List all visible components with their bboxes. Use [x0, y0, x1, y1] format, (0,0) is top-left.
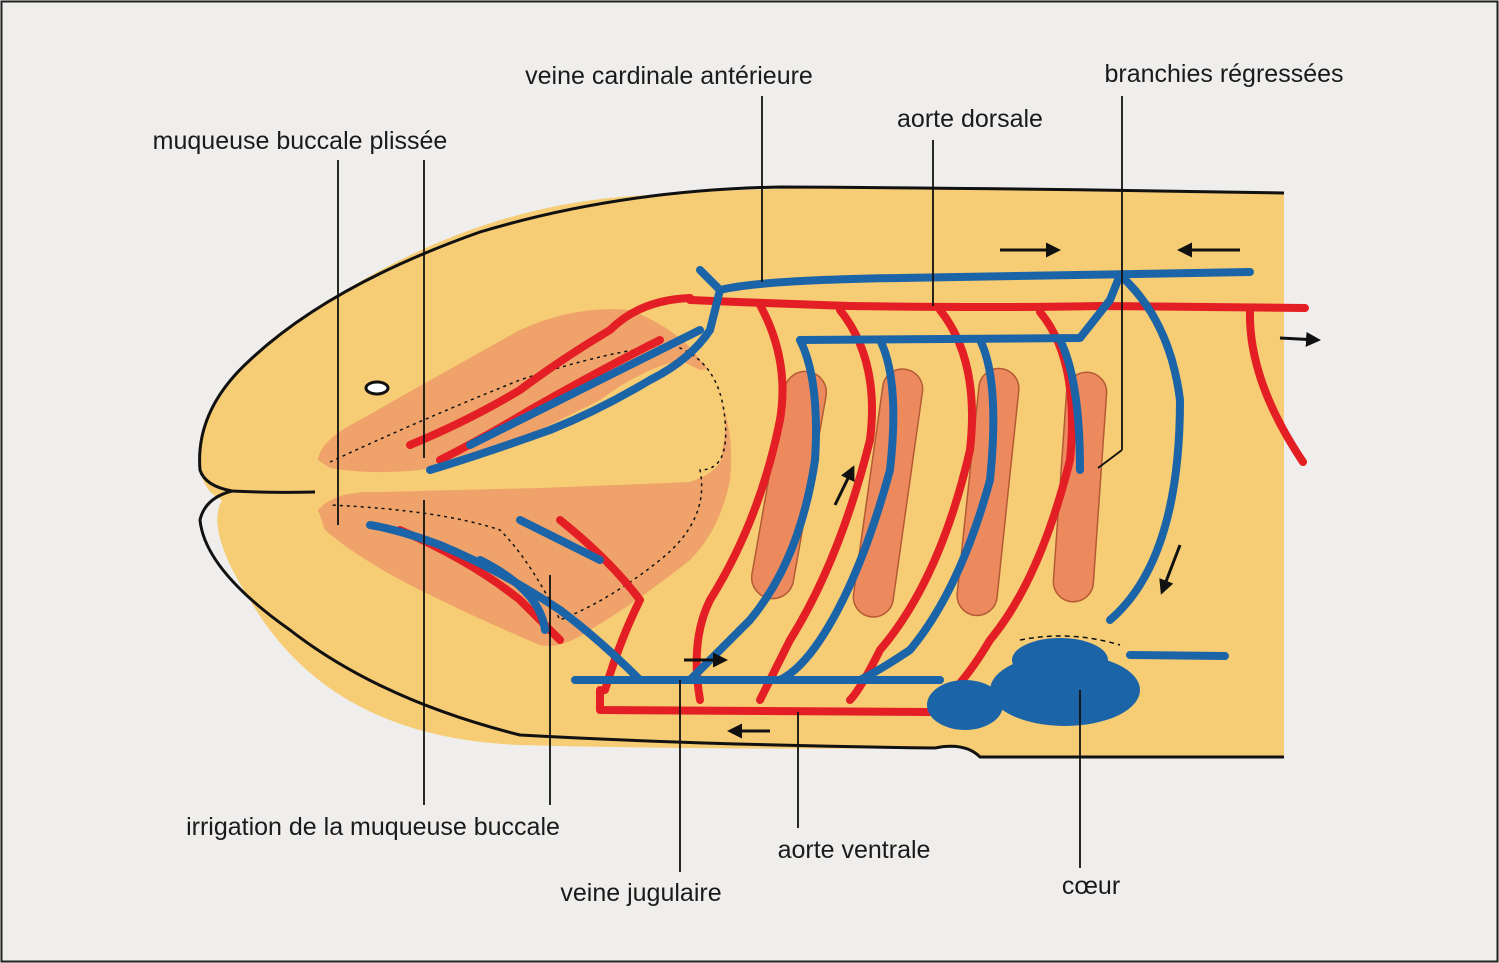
leader-lines: [337, 96, 1123, 872]
mouth-line: [231, 489, 316, 494]
arrow-gill-up: [833, 465, 855, 506]
label-irrigation-muqueuse-buccale: irrigation de la muqueuse buccale: [186, 813, 560, 841]
label-veine-jugulaire: veine jugulaire: [560, 879, 721, 907]
arrow-cardinal-down: [1159, 544, 1182, 595]
arrow-aorta-exit: [1279, 331, 1321, 347]
label-veine-cardinale-anterieure: veine cardinale antérieure: [525, 62, 813, 90]
label-branchies-regressees: branchies régressées: [1104, 60, 1343, 88]
nostril: [364, 380, 390, 396]
label-aorte-dorsale: aorte dorsale: [897, 105, 1043, 133]
label-muqueuse-buccale-plissee: muqueuse buccale plissée: [153, 127, 448, 155]
label-aorte-ventrale: aorte ventrale: [778, 836, 931, 864]
heart: [927, 635, 1140, 730]
veins: [366, 266, 1254, 684]
label-coeur: cœur: [1062, 872, 1120, 900]
fish-outline: [198, 185, 1285, 759]
buccal-cavity-outline: [329, 344, 727, 621]
flow-arrows: [684, 242, 1321, 739]
